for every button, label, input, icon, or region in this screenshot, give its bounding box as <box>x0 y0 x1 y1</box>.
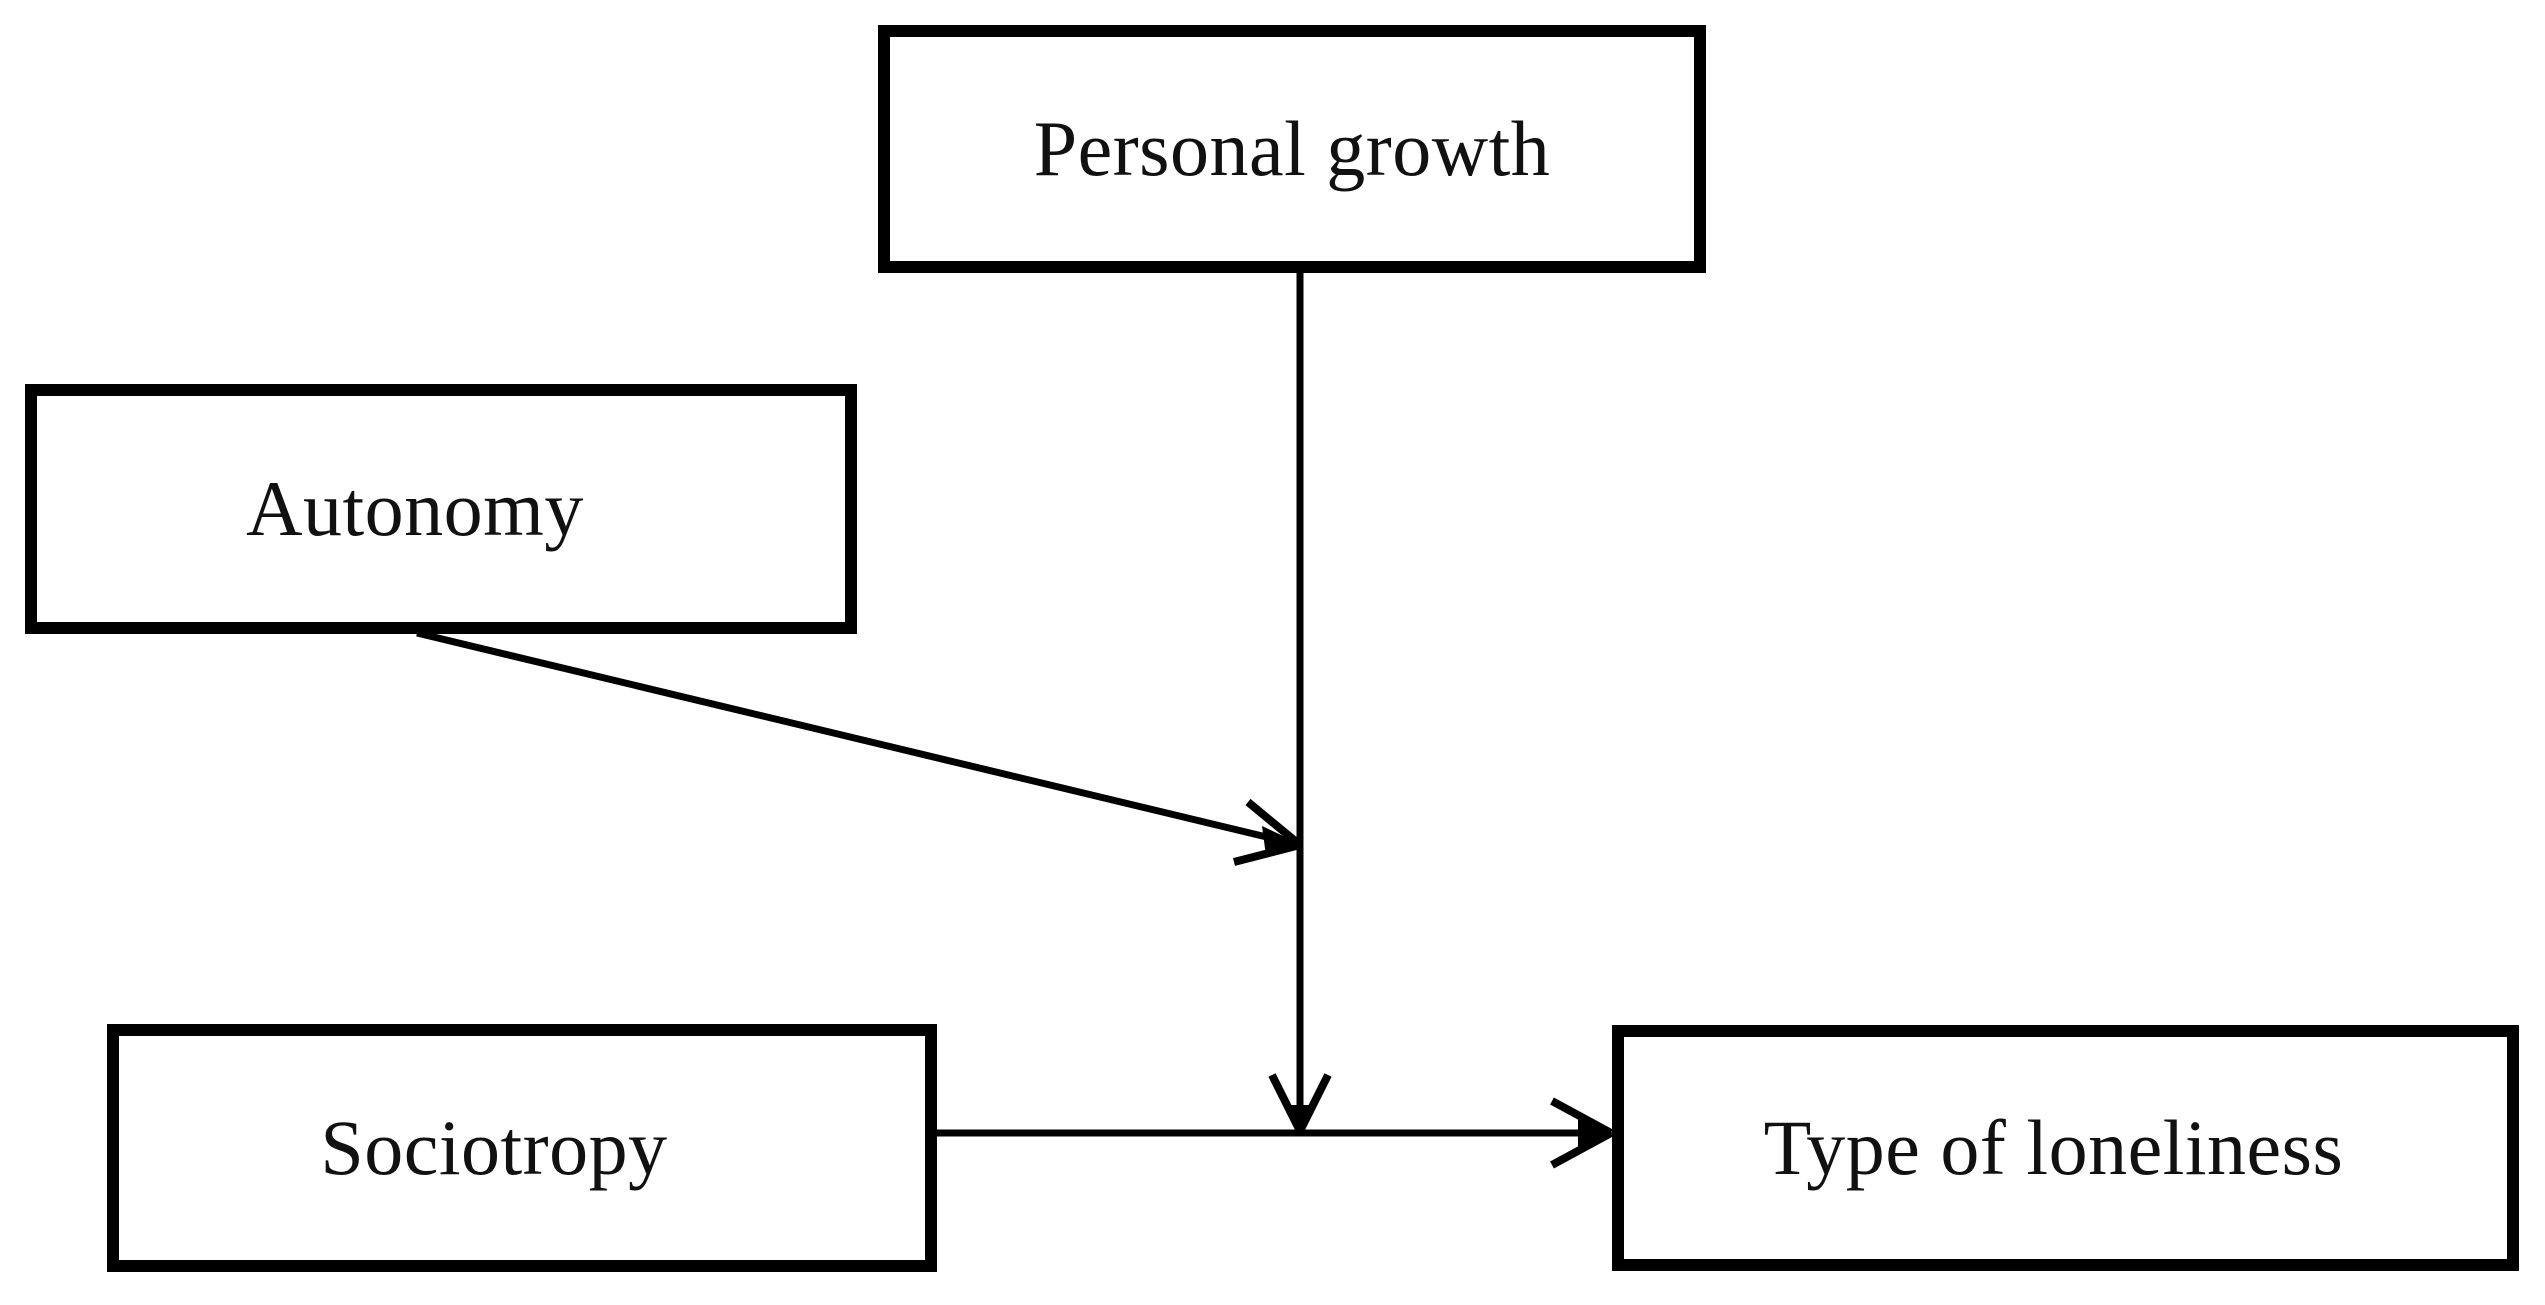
node-sociotropy[interactable]: Sociotropy <box>107 1024 937 1272</box>
node-personal-growth[interactable]: Personal growth <box>878 25 1706 273</box>
edge-personal-growth-to-loneliness <box>1268 273 1332 1134</box>
arrowhead-diag-lower-barb <box>1233 841 1301 866</box>
arrowhead-right-upper-barb <box>1550 1097 1613 1137</box>
arrowhead-diag-tip <box>1262 826 1302 856</box>
node-type-of-loneliness[interactable]: Type of loneliness <box>1612 1025 2519 1271</box>
node-type-of-loneliness-label: Type of loneliness <box>1763 1104 2344 1192</box>
edge-sociotropy-to-loneliness <box>936 1097 1613 1169</box>
node-autonomy[interactable]: Autonomy <box>25 384 857 634</box>
edge-autonomy-to-loneliness <box>416 629 1303 866</box>
edge-autonomy-line <box>416 629 1301 849</box>
arrowhead-right-lower-barb <box>1550 1129 1613 1169</box>
arrowhead-down-tip <box>1288 1105 1312 1134</box>
arrowhead-down-left-barb <box>1268 1073 1304 1133</box>
node-personal-growth-label: Personal growth <box>1033 105 1551 193</box>
node-sociotropy-label: Sociotropy <box>320 1104 668 1192</box>
arrowhead-down-right-barb <box>1296 1073 1332 1133</box>
arrowhead-right-tip <box>1578 1117 1613 1149</box>
node-autonomy-label: Autonomy <box>246 465 584 553</box>
arrowhead-diag-upper-barb <box>1245 798 1303 849</box>
